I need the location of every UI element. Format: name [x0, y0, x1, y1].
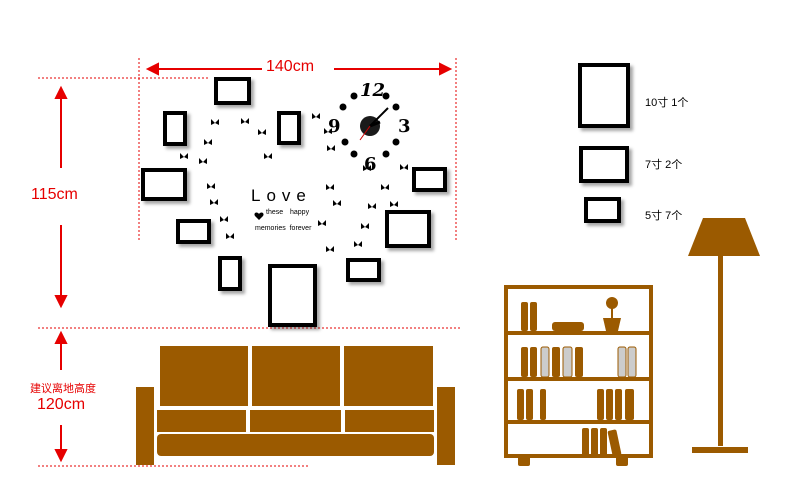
- width-arrow: [145, 62, 453, 76]
- butterfly: [210, 199, 218, 205]
- clock-numeral-3: 3: [398, 116, 411, 137]
- sofa: [136, 346, 455, 465]
- butterfly: [180, 153, 188, 159]
- heart-icon: [254, 212, 264, 220]
- butterfly: [211, 119, 219, 125]
- guide-lines: [38, 58, 460, 467]
- photo-frame: [277, 111, 301, 145]
- photo-frame: [268, 264, 317, 327]
- wall-clock: [339, 92, 400, 158]
- butterfly: [324, 128, 332, 134]
- width-label: 140cm: [266, 58, 315, 75]
- butterfly: [241, 118, 249, 124]
- height-label: 115cm: [31, 186, 78, 203]
- floor-lamp: [688, 218, 760, 453]
- photo-frame: [176, 219, 211, 244]
- height-arrow: [54, 85, 68, 309]
- legend-label-10in: 10寸 1个: [645, 97, 689, 109]
- butterfly: [327, 145, 335, 151]
- photo-frame: [218, 256, 242, 291]
- butterfly: [312, 113, 320, 119]
- photo-frame: [385, 210, 431, 248]
- butterfly: [326, 184, 334, 190]
- legend-label-5in: 5寸 7个: [645, 210, 683, 222]
- butterfly: [363, 165, 371, 171]
- butterfly: [381, 184, 389, 190]
- butterfly: [390, 201, 398, 207]
- butterfly: [264, 153, 272, 159]
- legend-label-7in: 7寸 2个: [645, 159, 683, 171]
- hour-hand: [369, 120, 381, 128]
- clock-dots: [339, 92, 400, 158]
- second-hand: [359, 125, 371, 141]
- legend-frame-10in: [578, 63, 630, 128]
- butterfly: [204, 139, 212, 145]
- butterflies: [180, 113, 408, 252]
- butterfly: [199, 158, 207, 164]
- love-title: Love: [251, 186, 312, 205]
- clock-numeral-12: 12: [360, 80, 386, 101]
- love-word-these: these: [266, 209, 284, 216]
- photo-frame: [412, 167, 447, 192]
- butterfly: [318, 220, 326, 226]
- legend-frame-5in: [584, 197, 621, 223]
- love-line-memories: memories forever: [255, 225, 312, 232]
- butterfly: [333, 200, 341, 206]
- butterfly: [226, 233, 234, 239]
- legend-frame-7in: [579, 146, 629, 183]
- floor-height-arrow: [54, 330, 68, 463]
- love-word-happy: happy: [290, 209, 310, 216]
- floor-height-label: 120cm: [37, 396, 86, 413]
- photo-frame: [141, 168, 187, 201]
- photo-frame: [214, 77, 251, 105]
- butterfly: [220, 216, 228, 222]
- butterfly: [207, 183, 215, 189]
- clock-numeral-6: 6: [364, 154, 377, 175]
- butterfly: [361, 223, 369, 229]
- floor-height-note: 建议离地高度: [30, 383, 96, 395]
- butterfly: [258, 129, 266, 135]
- butterfly: [354, 241, 362, 247]
- butterfly: [368, 203, 376, 209]
- photo-frame: [346, 258, 381, 282]
- photo-frame: [163, 111, 187, 146]
- clock-numeral-9: 9: [328, 116, 341, 137]
- butterfly: [326, 246, 334, 252]
- butterfly: [400, 164, 408, 170]
- bookcase: [504, 285, 653, 466]
- minute-hand: [369, 107, 389, 127]
